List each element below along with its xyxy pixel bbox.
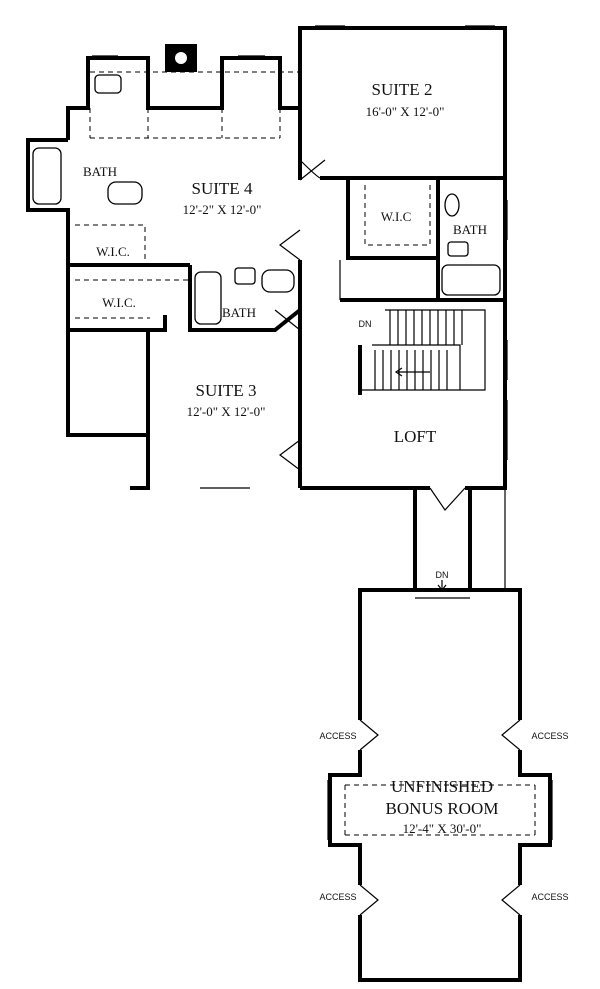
suite-2-dims: 16'-0" X 12'-0" (366, 104, 445, 119)
access-label-bottom-right: ACCESS (531, 892, 568, 902)
bonus-room-dims: 12'-4" X 30'-0" (403, 821, 482, 836)
plan-details (32, 25, 553, 916)
access-label-top-left: ACCESS (319, 731, 356, 741)
bonus-room-line2: BONUS ROOM (386, 799, 499, 818)
wic-label-suite2: W.I.C (381, 209, 412, 224)
bath-label-suite2: BATH (453, 222, 487, 237)
suite-4-dims: 12'-2" X 12'-0" (183, 202, 262, 217)
suite-3-dims: 12'-0" X 12'-0" (187, 404, 266, 419)
suite-4-name: SUITE 4 (192, 179, 253, 198)
exterior-walls (26, 26, 552, 982)
bath-label-suite3: BATH (222, 305, 256, 320)
stair-down-label: DN (359, 319, 372, 329)
loft-name: LOFT (394, 427, 437, 446)
suite-2-name: SUITE 2 (372, 80, 433, 99)
bonus-room-line1: UNFINISHED (391, 777, 493, 796)
wic-label-suite4: W.I.C. (96, 244, 130, 259)
bath-label-suite4: BATH (83, 164, 117, 179)
room-labels: SUITE 2 16'-0" X 12'-0" SUITE 4 12'-2" X… (83, 80, 568, 902)
access-label-top-right: ACCESS (531, 731, 568, 741)
suite-3-name: SUITE 3 (196, 381, 257, 400)
bonus-down-label: DN (436, 570, 449, 580)
access-label-bottom-left: ACCESS (319, 892, 356, 902)
wic-label-suite3: W.I.C. (102, 295, 136, 310)
